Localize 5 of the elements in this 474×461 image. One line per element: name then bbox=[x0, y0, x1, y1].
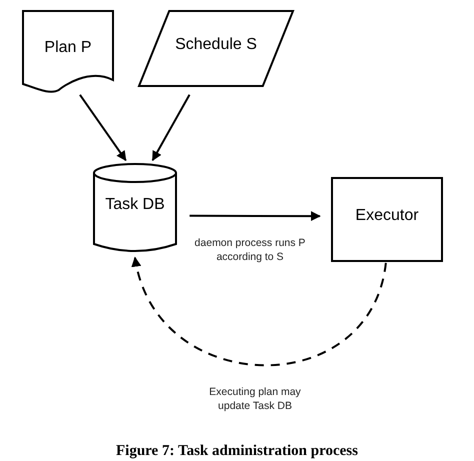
arrow bbox=[79, 94, 127, 162]
dashed-arrow bbox=[132, 256, 387, 366]
figure-caption: Figure 7: Task administration process bbox=[116, 442, 358, 461]
arrow bbox=[152, 94, 190, 162]
arrow bbox=[190, 211, 321, 222]
